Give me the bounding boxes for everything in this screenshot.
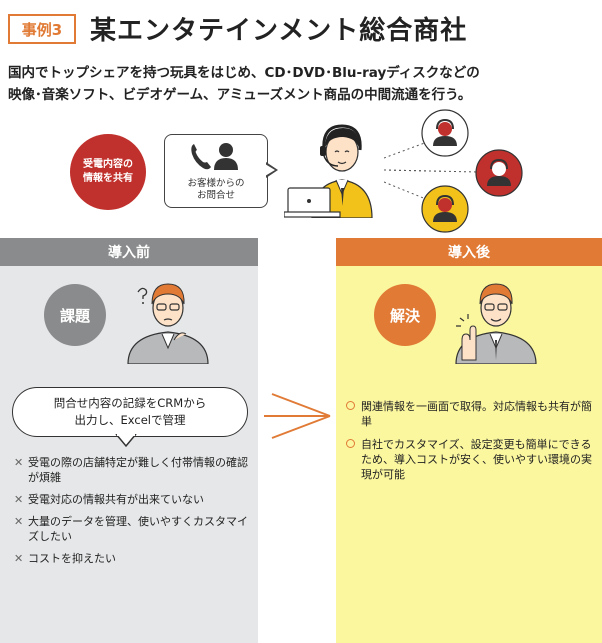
contact-white-icon: [421, 109, 469, 157]
confident-man-illustration: [455, 283, 537, 364]
circle-bullet-icon: [346, 439, 355, 448]
solution-tag: 解決: [374, 284, 436, 346]
shared-info-line-1: 受電内容の: [83, 159, 133, 170]
chevron-right-arrow-icon: [264, 393, 331, 439]
x-mark-icon: ✕: [14, 456, 24, 469]
inquiry-line-2: お問合せ: [196, 190, 235, 201]
x-mark-icon: ✕: [14, 515, 24, 528]
issue-tag: 課題: [44, 284, 106, 346]
issue-text: 大量のデータを管理、使いやすくカスタマイズしたい: [28, 515, 248, 543]
speech-tail: [115, 434, 137, 448]
case-badge: 事例3: [8, 14, 76, 44]
x-mark-icon: ✕: [14, 493, 24, 506]
issue-text: 受電の際の店舗特定が難しく付帯情報の確認が煩雑: [28, 456, 248, 484]
before-header: 導入前: [0, 238, 258, 266]
list-item: ✕ 大量のデータを管理、使いやすくカスタマイズしたい: [14, 514, 254, 544]
page-title: 某エンタテインメント総合商社: [90, 16, 468, 46]
inquiry-line-1: お客様からの: [187, 178, 245, 189]
after-header: 導入後: [336, 238, 602, 266]
solutions-list: 関連情報を一画面で取得。対応情報も共有が簡単 自社でカスタマイズ、設定変更も簡単…: [346, 399, 592, 490]
speech-line-2: 出力し、Excelで管理: [74, 413, 186, 427]
solution-text: 関連情報を一画面で取得。対応情報も共有が簡単: [361, 400, 592, 428]
list-item: ✕ 受電の際の店舗特定が難しく付帯情報の確認が煩雑: [14, 455, 254, 485]
issues-list: ✕ 受電の際の店舗特定が難しく付帯情報の確認が煩雑 ✕ 受電対応の情報共有が出来…: [14, 455, 254, 573]
company-description: 国内でトップシェアを持つ玩具をはじめ、CD･DVD･Blu-rayディスクなどの…: [8, 62, 598, 106]
speech-line-1: 問合せ内容の記録をCRMから: [53, 396, 207, 410]
issue-text: 受電対応の情報共有が出来ていない: [28, 493, 204, 506]
phone-person-icon: [191, 143, 238, 170]
list-item: ✕ コストを抑えたい: [14, 551, 254, 566]
description-line-2: 映像･音楽ソフト、ビデオゲーム、アミューズメント商品の中間流通を行う。: [8, 87, 472, 103]
x-mark-icon: ✕: [14, 552, 24, 565]
inquiry-text: お客様からの お問合せ: [164, 178, 268, 202]
issue-text: コストを抑えたい: [28, 552, 116, 565]
description-line-1: 国内でトップシェアを持つ玩具をはじめ、CD･DVD･Blu-rayディスクなどの: [8, 65, 480, 81]
inquiry-bubble: [164, 134, 268, 208]
contact-yellow-icon: [421, 185, 469, 233]
current-process-bubble: 問合せ内容の記録をCRMから 出力し、Excelで管理: [12, 387, 248, 437]
circle-bullet-icon: [346, 401, 355, 410]
operator-illustration: [284, 124, 373, 218]
solution-text: 自社でカスタマイズ、設定変更も簡単にできるため、導入コストが安く、使いやすい環境…: [361, 438, 592, 481]
list-item: 自社でカスタマイズ、設定変更も簡単にできるため、導入コストが安く、使いやすい環境…: [346, 437, 592, 482]
list-item: 関連情報を一画面で取得。対応情報も共有が簡単: [346, 399, 592, 429]
contact-red-icon: [475, 149, 523, 197]
shared-info-line-2: 情報を共有: [83, 173, 133, 184]
shared-info-badge: 受電内容の 情報を共有: [70, 134, 146, 210]
worried-man-illustration: [127, 283, 209, 364]
list-item: ✕ 受電対応の情報共有が出来ていない: [14, 492, 254, 507]
